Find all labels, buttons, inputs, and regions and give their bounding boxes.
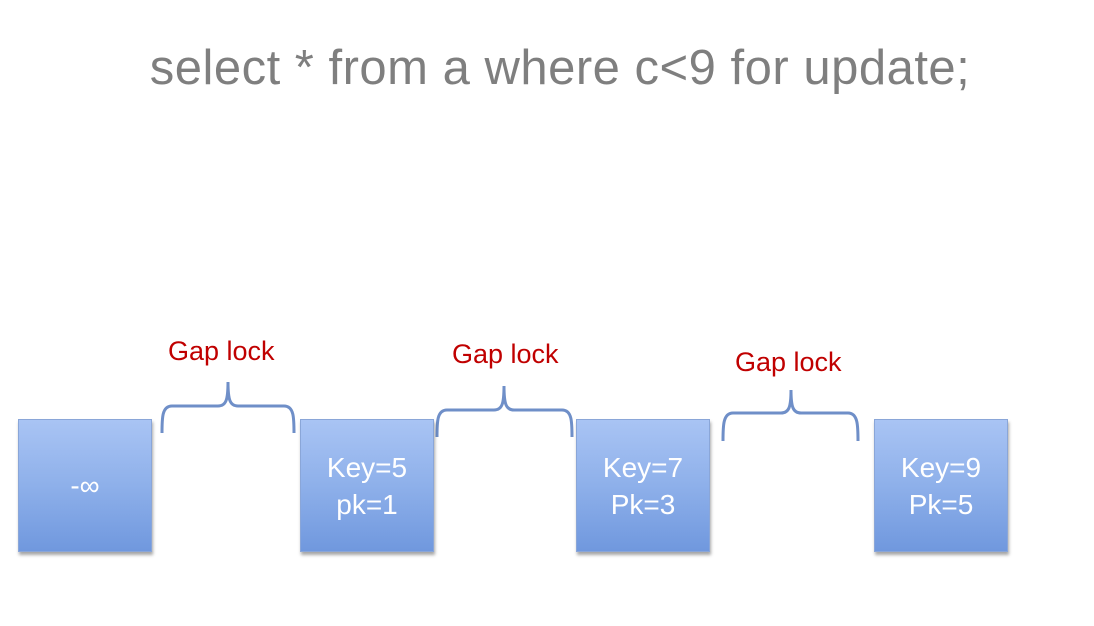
node-pk-label: Pk=5	[908, 488, 974, 520]
index-node-key9: Key=9 Pk=5	[874, 419, 1008, 552]
index-node-neg-infinity: -∞	[18, 419, 152, 552]
index-node-key7: Key=7 Pk=3	[576, 419, 710, 552]
node-key-label: Key=9	[900, 451, 982, 483]
gap-lock-label-1: Gap lock	[168, 336, 275, 366]
gap-brace-2	[435, 385, 574, 438]
gap-brace-3	[721, 389, 860, 442]
node-line-1: -∞	[70, 470, 100, 501]
sql-statement-title: select * from a where c<9 for update;	[149, 41, 971, 95]
node-key-label: Key=7	[602, 451, 684, 483]
node-pk-label: pk=1	[336, 488, 398, 520]
gap-brace-1	[160, 381, 296, 434]
node-pk-label: Pk=3	[610, 488, 676, 520]
gap-lock-label-2: Gap lock	[452, 339, 559, 369]
index-node-key5: Key=5 pk=1	[300, 419, 434, 552]
node-key-label: Key=5	[326, 451, 408, 483]
gap-lock-label-3: Gap lock	[735, 347, 842, 377]
